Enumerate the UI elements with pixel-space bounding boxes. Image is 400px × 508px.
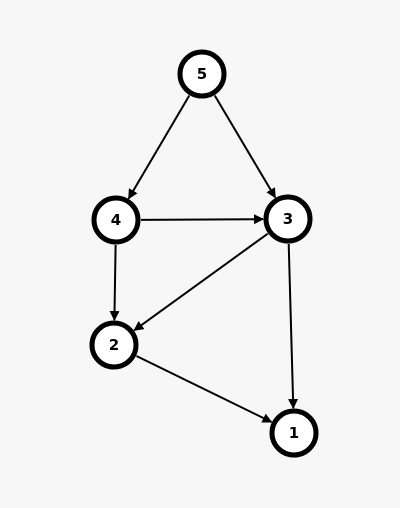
node-5: 5 xyxy=(177,49,227,99)
edge-3-to-1 xyxy=(287,243,299,410)
node-4: 4 xyxy=(91,195,141,245)
edge-4-to-2 xyxy=(109,244,120,322)
node-3: 3 xyxy=(263,194,313,244)
edge-5-to-3 xyxy=(213,94,277,199)
edge-2-to-1 xyxy=(136,355,273,423)
node-4-label: 4 xyxy=(111,211,121,229)
edges xyxy=(109,94,299,423)
node-2: 2 xyxy=(89,320,139,370)
node-5-circle xyxy=(177,49,227,99)
edge-5-to-4 xyxy=(127,95,191,200)
node-1-circle xyxy=(269,408,319,458)
node-5-label: 5 xyxy=(197,65,207,83)
node-2-circle xyxy=(89,320,139,370)
node-4-circle xyxy=(91,195,141,245)
node-3-label: 3 xyxy=(283,210,293,228)
node-3-circle xyxy=(263,194,313,244)
node-1-label: 1 xyxy=(289,424,299,442)
edge-3-to-2 xyxy=(133,232,269,332)
node-1: 1 xyxy=(269,408,319,458)
node-2-label: 2 xyxy=(109,336,119,354)
edge-4-to-3 xyxy=(140,214,265,225)
nodes: 5 4 3 2 1 xyxy=(89,49,319,458)
